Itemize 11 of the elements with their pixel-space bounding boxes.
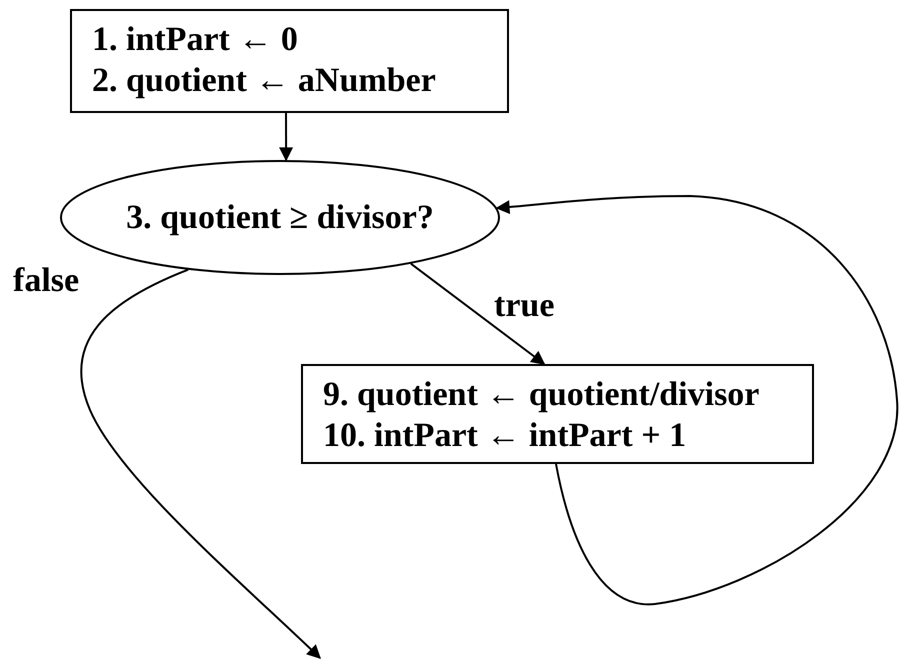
statement-text: 2. quotient ← aNumber: [92, 61, 437, 101]
process-box: [301, 364, 814, 464]
arrow: [80, 268, 321, 659]
arrow: [496, 195, 898, 605]
arrow: [410, 262, 546, 365]
statement-text: 9. quotient ← quotient/divisor: [323, 375, 760, 415]
condition-text: 3. quotient ≥ divisor?: [126, 198, 434, 236]
arrow: [279, 113, 294, 162]
process-box: [70, 9, 509, 113]
statement-text: 10. intPart ← intPart + 1: [323, 416, 688, 456]
statement-text: 1. intPart ← 0: [92, 20, 299, 60]
